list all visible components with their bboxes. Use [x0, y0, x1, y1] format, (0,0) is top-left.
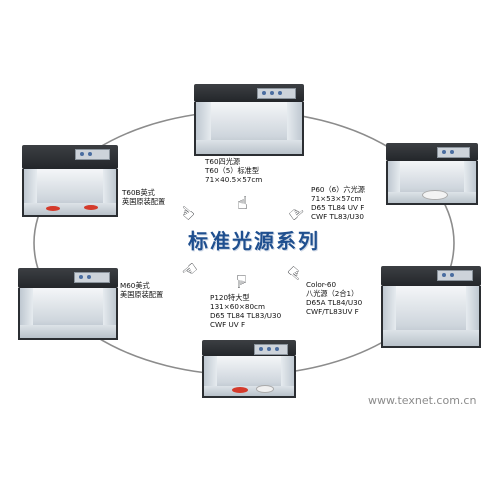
- cabinet-t60-5: [194, 84, 304, 156]
- label-m60: M60美式 美国原装配置: [120, 281, 164, 299]
- cabinet-t60b: [22, 145, 118, 217]
- label-p120: P120特大型 131×60×80cm D65 TL84 TL83/U30 CW…: [210, 293, 282, 329]
- series-title: 标准光源系列: [188, 229, 320, 253]
- cabinet-color60: [381, 266, 481, 348]
- pointing-hand-icon: ☝: [236, 270, 247, 291]
- cabinet-p120: [202, 340, 296, 398]
- cabinet-p60-6: [386, 143, 478, 205]
- label-t60b: T60B英式 英国原装配置: [122, 188, 166, 206]
- label-t60-5: T60四光源 T60（5）标准型 71×40.5×57cm: [205, 157, 263, 184]
- watermark: www.texnet.com.cn: [368, 394, 477, 407]
- pointing-hand-icon: ☝: [237, 193, 248, 214]
- label-color60: Color-60 八光源（2合1） D65A TL84/U30 CWF/TL83…: [306, 280, 363, 316]
- cabinet-m60: [18, 268, 118, 340]
- label-p60-6: P60（6）六光源 71×53×57cm D65 TL84 UV F CWF T…: [311, 185, 365, 221]
